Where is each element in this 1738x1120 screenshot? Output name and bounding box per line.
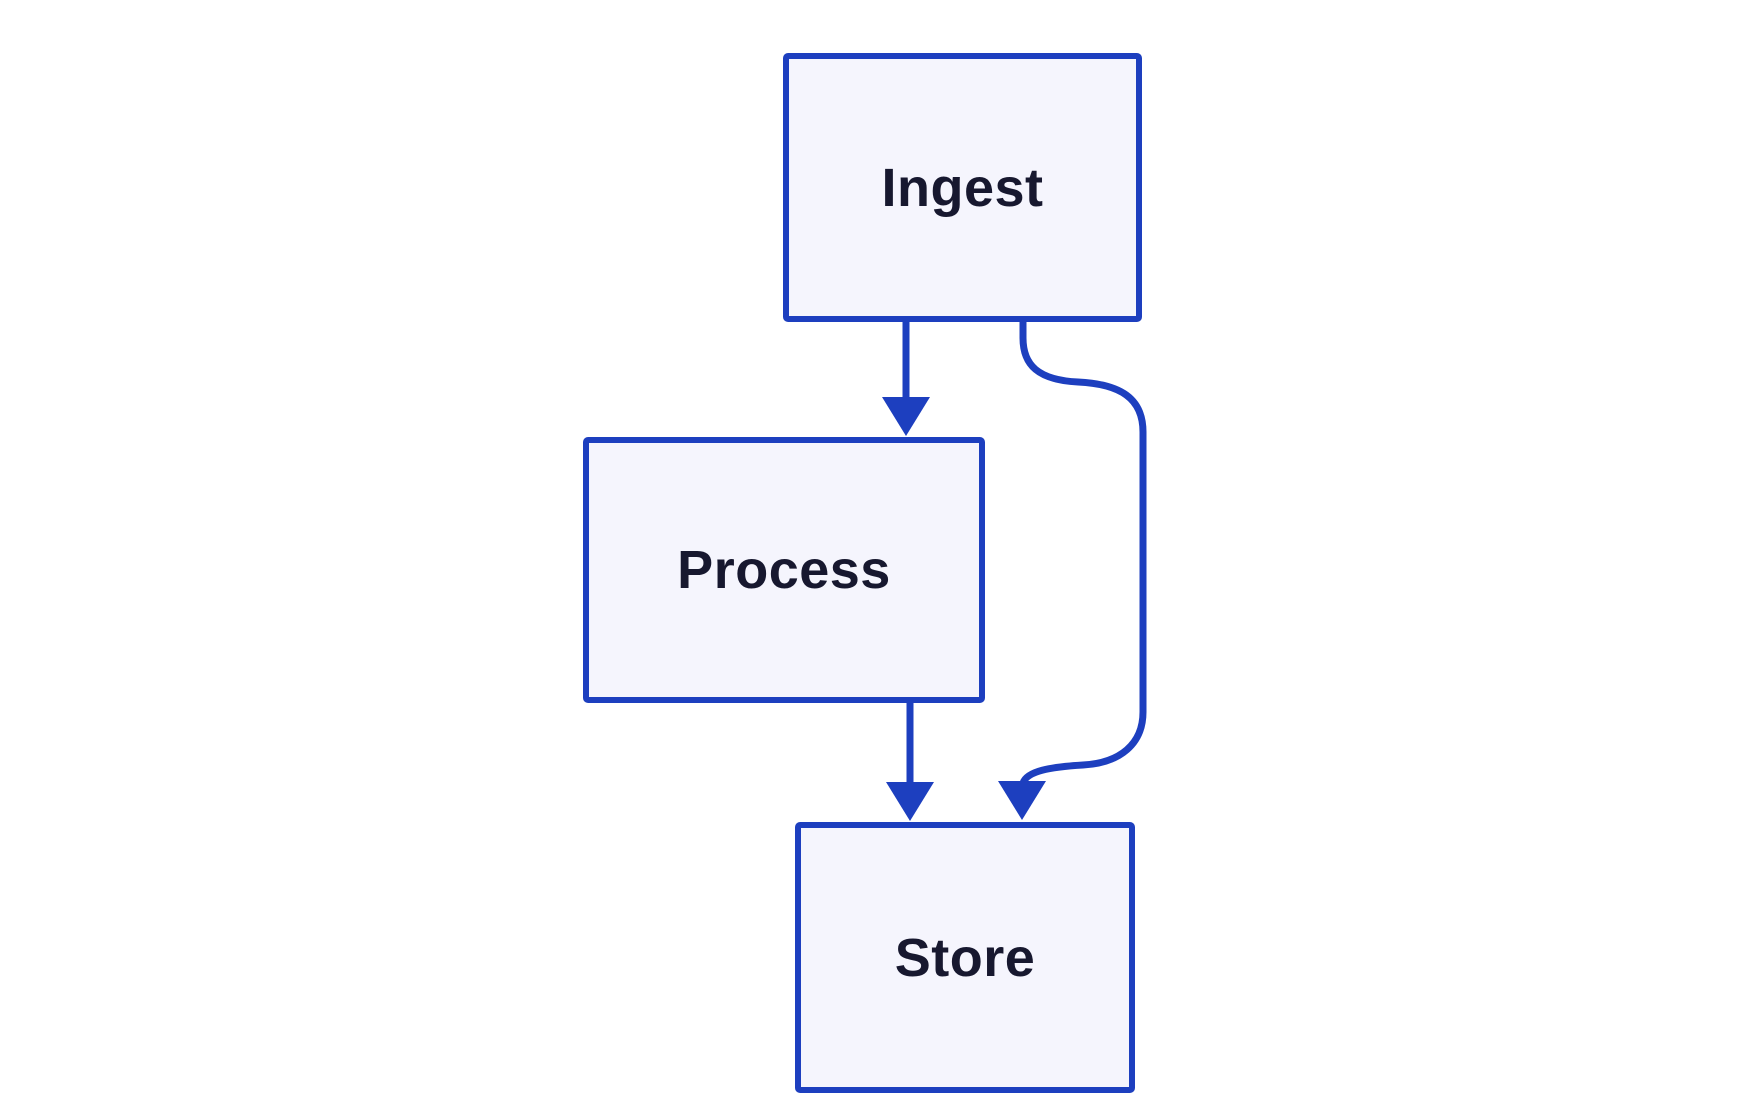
edge-ingest-store <box>1019 322 1147 785</box>
arrowhead-ingest-process <box>882 397 930 436</box>
node-process-label: Process <box>677 540 891 600</box>
arrowhead-ingest-store <box>998 781 1046 820</box>
node-process: Process <box>583 437 985 703</box>
node-ingest-label: Ingest <box>881 157 1044 218</box>
arrowhead-process-store <box>886 782 934 821</box>
node-store-label: Store <box>894 927 1036 988</box>
node-ingest: Ingest <box>783 53 1142 322</box>
node-store: Store <box>795 822 1135 1093</box>
